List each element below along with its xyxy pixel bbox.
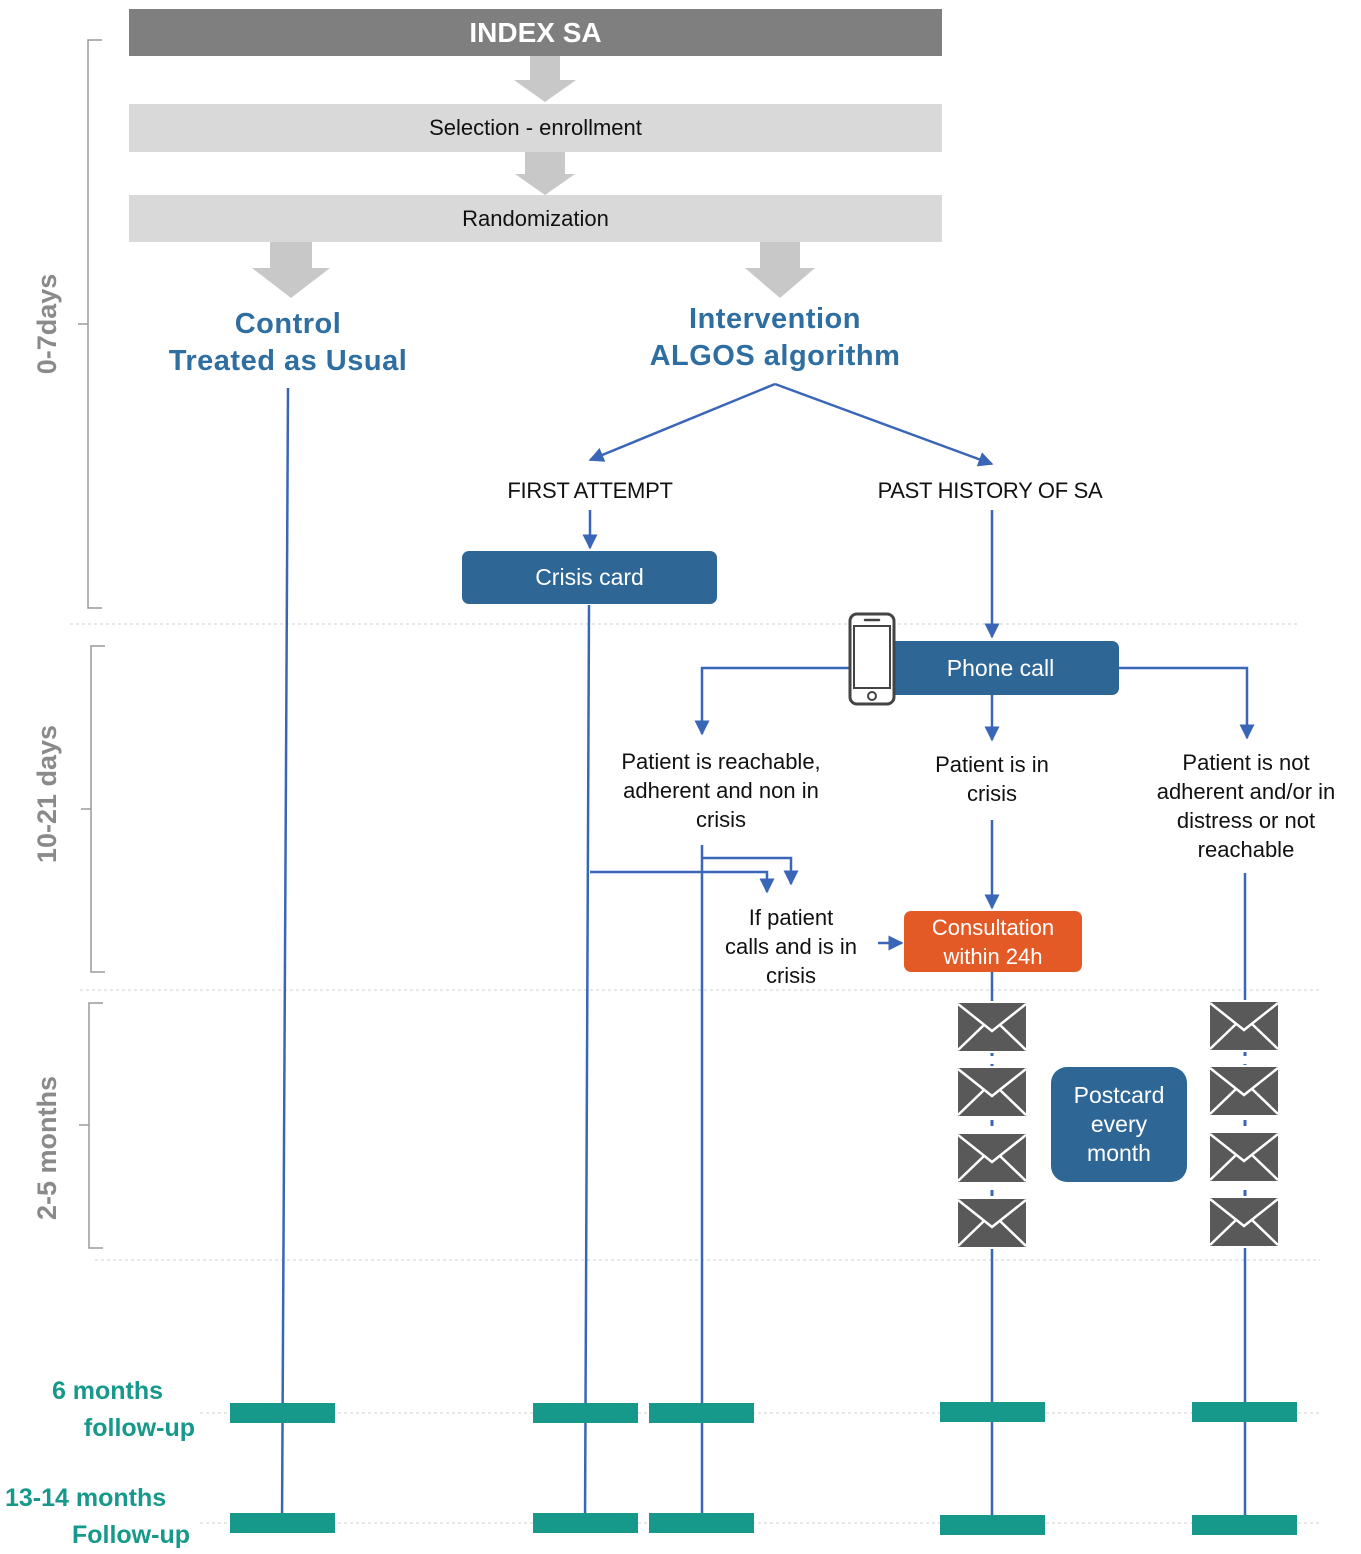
postcard-line1: Postcard [1073, 1082, 1165, 1108]
fu13-not-adherent [1192, 1515, 1297, 1535]
thirteen-month-followup-label: 13-14 months Follow-up [5, 1480, 190, 1554]
consultation-line2: within 24h [943, 943, 1043, 969]
intervention-line1: Intervention [689, 303, 861, 335]
down-arrow-header [514, 56, 576, 102]
fu13-control [230, 1513, 335, 1533]
control-arm-title: Control Treated as Usual [150, 306, 426, 380]
envelope-icon [1208, 1131, 1280, 1183]
envelope-icon [1208, 1000, 1280, 1052]
fu6-reachable [649, 1403, 754, 1423]
followup-bars [230, 1402, 1297, 1535]
outcome-in-crisis-line1: Patient is in [935, 752, 1049, 777]
down-arrow-selection [515, 152, 575, 195]
blue-flow-lines [280, 382, 1255, 1526]
outcome-in-crisis: Patient is in crisis [900, 750, 1084, 808]
selection-enrollment-bar: Selection - enrollment [129, 104, 942, 152]
outcome-not-adherent-line1: Patient is not [1182, 750, 1310, 775]
envelope-icon [956, 1001, 1028, 1053]
fu6-control [230, 1403, 335, 1423]
envelope-icon [956, 1066, 1028, 1118]
fu6-first-attempt [533, 1403, 638, 1423]
fu13-line2: Follow-up [71, 1521, 190, 1549]
crisis-card-label: Crisis card [535, 564, 644, 590]
consultation-line1: Consultation [931, 914, 1055, 940]
smartphone-icon [848, 612, 896, 706]
if-calls-line1: If patient [748, 905, 834, 930]
postcard-box: Postcard every month [1051, 1067, 1187, 1182]
phone-call-label: Phone call [946, 654, 1055, 681]
envelope-icon [956, 1197, 1028, 1249]
outcome-not-adherent-line4: reachable [1197, 837, 1295, 862]
period-label-0-7-days: 0-7days [32, 273, 62, 375]
if-calls-line2: calls and is in [724, 934, 858, 959]
randomization-label: Randomization [462, 205, 609, 231]
outcome-not-adherent-line3: distress or not [1176, 808, 1316, 833]
dashed-postcard-lines [990, 1050, 1247, 1200]
fu13-in-crisis [940, 1515, 1045, 1535]
envelope-icon [1208, 1065, 1280, 1117]
selection-label: Selection - enrollment [429, 115, 642, 140]
fu6-line1: 6 months [51, 1377, 164, 1405]
control-line1: Control [234, 308, 342, 340]
outcome-reachable-line1: Patient is reachable, [621, 749, 821, 774]
intervention-line2: ALGOS algorithm [649, 340, 901, 372]
fu13-reachable [649, 1513, 754, 1533]
postcard-line2: every [1090, 1111, 1148, 1137]
down-arrow-control [252, 242, 330, 298]
period-label-10-21-days: 10-21 days [32, 724, 62, 864]
consultation-box: Consultation within 24h [904, 911, 1082, 972]
six-month-followup-label: 6 months follow-up [20, 1373, 195, 1447]
envelope-icon [956, 1132, 1028, 1184]
past-history-label: PAST HISTORY OF SA [877, 478, 1103, 503]
period-brackets [78, 39, 105, 1249]
phone-call-box: Phone call [870, 641, 1119, 695]
envelope-icon [1208, 1196, 1280, 1248]
outcome-not-adherent-line2: adherent and/or in [1156, 779, 1336, 804]
fu6-not-adherent [1192, 1402, 1297, 1422]
period-label-2-5-months: 2-5 months [32, 1075, 62, 1221]
outcome-reachable-line2: adherent and non in [623, 778, 819, 803]
intervention-arm-title: Intervention ALGOS algorithm [620, 301, 930, 375]
outcome-reachable-line3: crisis [695, 807, 747, 832]
outcome-not-adherent: Patient is not adherent and/or in distre… [1140, 748, 1352, 864]
if-calls-line3: crisis [765, 963, 817, 988]
outcome-in-crisis-line2: crisis [966, 781, 1018, 806]
fu13-first-attempt [533, 1513, 638, 1533]
fu6-in-crisis [940, 1402, 1045, 1422]
control-line2: Treated as Usual [168, 345, 408, 377]
index-sa-title: INDEX SA [469, 16, 602, 48]
gray-flow-arrows [252, 56, 815, 298]
index-sa-header: INDEX SA [129, 9, 942, 56]
postcard-line3: month [1087, 1140, 1151, 1166]
first-attempt-label: FIRST ATTEMPT [507, 478, 673, 503]
if-patient-calls-label: If patient calls and is in crisis [708, 903, 874, 990]
fu13-line1: 13-14 months [5, 1484, 167, 1512]
down-arrow-intervention [745, 242, 815, 298]
randomization-bar: Randomization [129, 195, 942, 242]
crisis-card-box: Crisis card [462, 551, 717, 604]
outcome-reachable: Patient is reachable, adherent and non i… [590, 747, 852, 834]
fu6-line2: follow-up [83, 1414, 195, 1442]
period-separators [70, 623, 1320, 1524]
